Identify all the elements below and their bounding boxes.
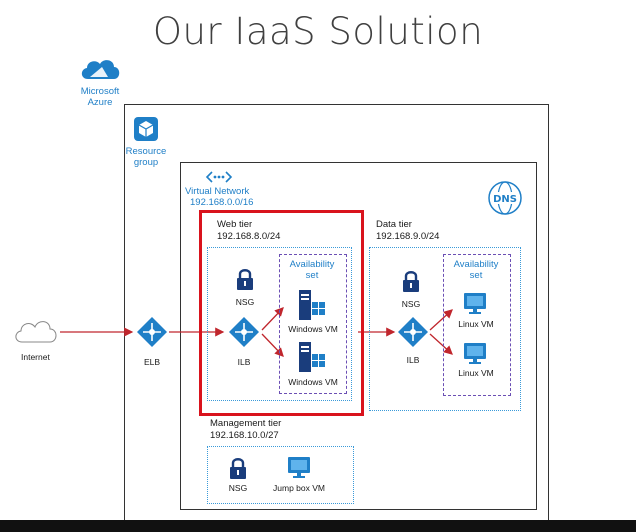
data-availability-set-line2: set (469, 270, 483, 281)
virtual-network-cidr: 192.168.0.0/16 (190, 197, 254, 208)
elb-label: ELB (143, 357, 161, 367)
jumpbox-vm-icon (288, 457, 310, 478)
data-vm2-label: Linux VM (458, 368, 494, 378)
resource-group-label: Resource group (122, 146, 170, 168)
web-vm2-label: Windows VM (288, 377, 338, 387)
virtual-network-icon (205, 171, 233, 183)
management-nsg-label: NSG (228, 483, 248, 493)
data-vm1-label: Linux VM (458, 319, 494, 329)
resource-group-label-line2: group (133, 157, 159, 168)
azure-cloud-icon (81, 60, 120, 79)
web-availability-set-line2: set (305, 270, 319, 281)
resource-group-icon (134, 117, 158, 141)
web-availability-set-box (279, 254, 347, 394)
management-tier-subnet-box (207, 446, 354, 504)
management-tier-name: Management tier (210, 418, 282, 429)
data-nsg-lock-icon (403, 271, 419, 292)
web-availability-set-line1: Availability (289, 259, 335, 270)
arrow-data-ilb-to-vm1 (429, 309, 453, 331)
data-ilb-icon (398, 317, 428, 347)
jumpbox-vm-label: Jump box VM (273, 483, 325, 493)
data-tier-subnet-box (369, 247, 521, 411)
management-tier-cidr: 192.168.10.0/27 (210, 430, 279, 441)
slide-title: Our IaaS Solution (152, 10, 484, 53)
data-ilb-label: ILB (406, 355, 420, 365)
web-nsg-label: NSG (235, 297, 255, 307)
resource-group-label-line1: Resource (125, 146, 167, 157)
dns-label: DNS (493, 194, 517, 205)
azure-label-line2: Azure (87, 97, 113, 108)
web-vm1-label: Windows VM (288, 324, 338, 334)
elb-icon (137, 317, 167, 347)
dns-icon: DNS (488, 181, 522, 215)
data-availability-set-box (443, 254, 511, 396)
web-tier-name: Web tier (217, 219, 253, 230)
web-windows-vm1-icon (299, 290, 325, 320)
web-ilb-icon (229, 317, 259, 347)
management-nsg-lock-icon (230, 458, 246, 479)
azure-label-line1: Microsoft (80, 86, 120, 97)
virtual-network-box (180, 162, 537, 510)
web-tier-cidr: 192.168.8.0/24 (217, 231, 281, 242)
arrow-data-ilb-to-vm2 (429, 333, 453, 355)
web-ilb-label: ILB (237, 357, 251, 367)
data-tier-cidr: 192.168.9.0/24 (376, 231, 440, 242)
virtual-network-name: Virtual Network (185, 186, 250, 197)
web-tier-subnet-box (207, 247, 352, 401)
web-nsg-lock-icon (237, 269, 253, 290)
azure-label: Microsoft Azure (70, 86, 130, 108)
data-tier-name: Data tier (376, 219, 412, 230)
web-windows-vm2-icon (299, 342, 325, 372)
data-availability-set-label: Availability set (443, 259, 509, 281)
data-availability-set-line1: Availability (453, 259, 499, 270)
data-linux-vm1-icon (464, 293, 486, 314)
internet-cloud-icon (15, 321, 57, 343)
bottom-bar (0, 520, 636, 532)
internet-label: Internet (21, 352, 50, 362)
data-nsg-label: NSG (401, 299, 421, 309)
web-tier-highlight (199, 210, 364, 416)
data-linux-vm2-icon (464, 343, 486, 364)
web-availability-set-label: Availability set (279, 259, 345, 281)
